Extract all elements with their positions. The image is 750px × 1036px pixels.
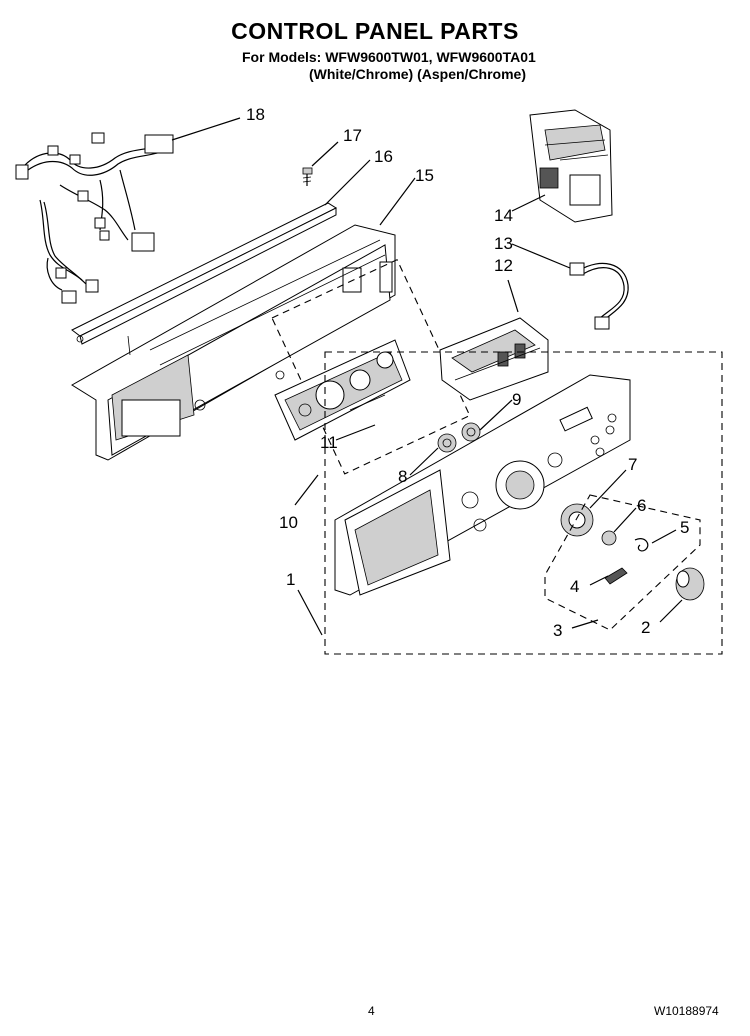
console-part bbox=[334, 374, 631, 596]
knob-9-part bbox=[461, 422, 481, 442]
group-box-1 bbox=[324, 351, 723, 655]
callout-13: 13 bbox=[494, 234, 513, 253]
connector-harness-part bbox=[569, 262, 629, 330]
electronic-control-part bbox=[529, 109, 613, 223]
callout-17: 17 bbox=[343, 126, 362, 145]
knob-8-part bbox=[437, 433, 457, 453]
callout-18: 18 bbox=[246, 105, 265, 124]
wire-harness-part bbox=[15, 132, 174, 304]
group-box-3 bbox=[544, 494, 701, 631]
encoder-gear-part bbox=[560, 503, 594, 537]
callout-14: 14 bbox=[494, 206, 513, 225]
knob-2-part bbox=[675, 567, 705, 601]
callout-8: 8 bbox=[398, 467, 407, 486]
models-line: For Models: WFW9600TW01, WFW9600TA01 bbox=[242, 49, 536, 65]
trim-strip-part bbox=[71, 202, 338, 345]
clip-5-part bbox=[634, 538, 649, 552]
callout-1: 1 bbox=[286, 570, 295, 589]
spacer-6-part bbox=[601, 530, 617, 546]
callout-15: 15 bbox=[415, 166, 434, 185]
document-number: W10188974 bbox=[654, 1004, 719, 1018]
console-frame-part bbox=[71, 224, 396, 461]
callout-12: 12 bbox=[494, 256, 513, 275]
callout-10: 10 bbox=[279, 513, 298, 532]
leader-lines bbox=[171, 117, 683, 636]
page-title: CONTROL PANEL PARTS bbox=[231, 18, 519, 44]
shaft-4-part bbox=[604, 567, 628, 585]
callout-2: 2 bbox=[641, 618, 650, 637]
callout-11: 11 bbox=[320, 433, 338, 452]
ui-board-part bbox=[274, 339, 411, 441]
callout-9: 9 bbox=[512, 390, 521, 409]
interface-board-part bbox=[439, 317, 549, 401]
callout-6: 6 bbox=[637, 496, 646, 515]
callout-5: 5 bbox=[680, 518, 689, 537]
callout-4: 4 bbox=[570, 577, 579, 596]
callout-7: 7 bbox=[628, 455, 637, 474]
variants-line: (White/Chrome) (Aspen/Chrome) bbox=[309, 66, 526, 82]
callout-16: 16 bbox=[374, 147, 393, 166]
page-number: 4 bbox=[368, 1004, 375, 1018]
callout-3: 3 bbox=[553, 621, 562, 640]
screw-part bbox=[302, 167, 313, 186]
